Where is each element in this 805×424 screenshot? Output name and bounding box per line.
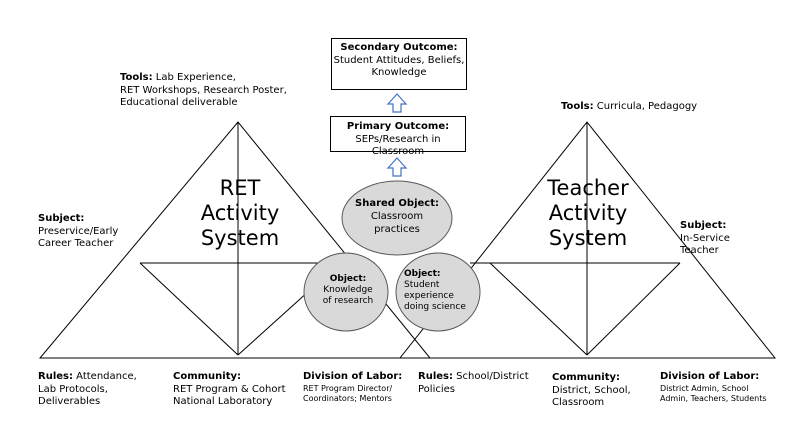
teacher-subject-line: Teacher — [680, 245, 719, 256]
teacher-community-line: Classroom — [552, 397, 605, 408]
shared-object-line: Classroom — [370, 211, 424, 222]
ret-rules-line: Lab Protocols, — [38, 383, 108, 395]
teacher-title-line: System — [548, 226, 628, 250]
teacher-system-title: Teacher Activity System — [538, 176, 638, 251]
teacher-community-label: Community: District, School, Classroom — [552, 372, 631, 410]
primary-outcome-box: Primary Outcome: SEPs/Research in Classr… — [330, 116, 466, 157]
ret-division-label: Division of Labor: RET Program Director/… — [303, 371, 402, 405]
teacher-division-heading: Division of Labor: — [660, 371, 760, 382]
ret-community-line: RET Program & Cohort — [173, 383, 286, 395]
teacher-tools-line: Curricula, Pedagogy — [593, 101, 698, 112]
teacher-object-ellipse — [395, 252, 481, 332]
ret-title-line: System — [200, 226, 280, 250]
teacher-subject-line: In-Service — [680, 232, 730, 244]
ret-rules-line: Deliverables — [38, 396, 101, 407]
teacher-object-heading: Object: — [404, 269, 441, 279]
ret-object-ellipse — [303, 252, 389, 332]
teacher-division-label: Division of Labor: District Admin, Schoo… — [660, 371, 767, 405]
secondary-outcome-line: Student Attitudes, Beliefs, — [333, 54, 465, 66]
teacher-object-line: doing science — [404, 302, 466, 312]
secondary-outcome-line: Knowledge — [371, 67, 427, 78]
shared-object-label: Shared Object: Classroom practices — [347, 197, 447, 236]
teacher-rules-heading: Rules: — [418, 371, 453, 382]
secondary-outcome-heading: Secondary Outcome: — [340, 42, 458, 53]
teacher-tools-label: Tools: Curricula, Pedagogy — [561, 101, 697, 114]
ret-subject-heading: Subject: — [38, 213, 85, 224]
ret-title-line: Activity — [200, 201, 280, 225]
ret-community-line: National Laboratory — [173, 396, 273, 407]
teacher-subject-heading: Subject: — [680, 220, 727, 231]
teacher-object-label: Object: Student experience doing science — [398, 269, 484, 313]
teacher-title-line: Teacher — [547, 176, 629, 200]
ret-tools-label: Tools: Lab Experience, RET Workshops, Re… — [120, 72, 287, 110]
teacher-outer-triangle — [398, 121, 777, 359]
teacher-object-line: experience — [404, 291, 454, 301]
ret-subject-line: Career Teacher — [38, 238, 114, 249]
teacher-rules-line: School/District — [452, 371, 529, 382]
ret-rules-label: Rules: Attendance, Lab Protocols, Delive… — [38, 371, 137, 409]
ret-community-heading: Community: — [173, 371, 242, 382]
teacher-triangle — [398, 121, 777, 359]
ret-object-line: of research — [322, 296, 374, 306]
up-arrow-icon — [386, 157, 408, 177]
ret-object-heading: Object: — [329, 274, 367, 284]
shared-object-line: practices — [374, 224, 420, 235]
ret-division-line: Coordinators; Mentors — [303, 394, 392, 403]
ret-tools-line: RET Workshops, Research Poster, — [120, 84, 287, 96]
teacher-mediation-line-2 — [586, 262, 681, 356]
teacher-title-line: Activity — [548, 201, 628, 225]
primary-outcome-heading: Primary Outcome: — [346, 121, 450, 132]
ret-division-heading: Division of Labor: — [303, 371, 403, 382]
ret-system-title: RET Activity System — [195, 176, 285, 251]
ret-tools-line: Educational deliverable — [120, 97, 238, 108]
shared-object-ellipse — [341, 180, 453, 256]
ret-title-line: RET — [219, 176, 261, 200]
teacher-rules-label: Rules: School/District Policies — [418, 371, 529, 396]
ret-subject-line: Preservice/Early — [38, 225, 119, 237]
teacher-mediation-line-1 — [489, 262, 588, 356]
ret-mediation-line-1 — [139, 262, 239, 356]
ret-tools-heading: Tools: — [120, 72, 153, 83]
ret-division-line: RET Program Director/ — [303, 383, 393, 393]
ret-rules-heading: Rules: — [38, 371, 73, 382]
ret-rules-line: Attendance, — [72, 371, 137, 382]
teacher-tools-heading: Tools: — [561, 101, 594, 112]
shared-object-heading: Shared Object: — [355, 198, 439, 209]
ret-subject-label: Subject: Preservice/Early Career Teacher — [38, 213, 118, 251]
ret-outer-triangle — [38, 121, 432, 359]
teacher-rules-line: Policies — [418, 383, 455, 395]
ret-object-label: Object: Knowledge of research — [316, 274, 380, 307]
teacher-division-line: District Admin, School — [660, 383, 749, 393]
ret-community-label: Community: RET Program & Cohort National… — [173, 371, 286, 409]
ret-triangle — [38, 121, 432, 359]
primary-outcome-line: SEPs/Research in Classroom — [355, 133, 441, 158]
teacher-object-line: Student — [404, 280, 440, 290]
teacher-community-heading: Community: — [552, 372, 621, 383]
ret-tools-line: Lab Experience, — [152, 72, 236, 83]
teacher-community-line: District, School, — [552, 384, 631, 396]
up-arrow-icon — [386, 93, 408, 113]
ret-object-line: Knowledge — [323, 285, 373, 295]
teacher-subject-label: Subject: In-Service Teacher — [680, 220, 730, 258]
secondary-outcome-box: Secondary Outcome: Student Attitudes, Be… — [331, 38, 467, 90]
teacher-division-line: Admin, Teachers, Students — [660, 394, 767, 403]
